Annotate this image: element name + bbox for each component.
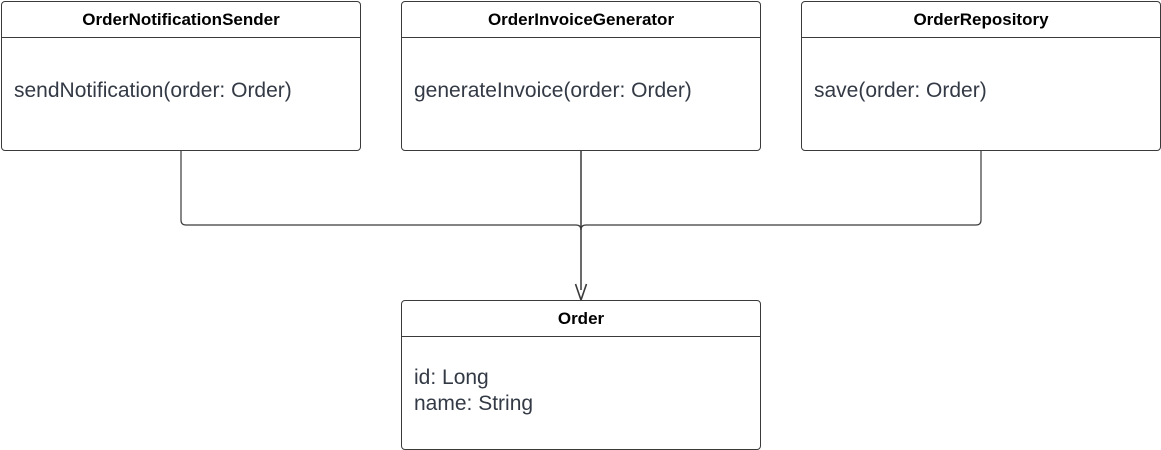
connector-repository-to-order — [580, 150, 982, 231]
class-members: generateInvoice(order: Order) — [402, 38, 760, 104]
class-title: OrderInvoiceGenerator — [402, 2, 760, 38]
class-title: OrderNotificationSender — [2, 2, 360, 38]
class-method: sendNotification(order: Order) — [14, 79, 292, 102]
class-members: id: Long name: String — [402, 337, 760, 417]
class-title: OrderRepository — [802, 2, 1160, 38]
class-attribute: id: Long — [414, 366, 489, 389]
class-box-order[interactable]: Order id: Long name: String — [401, 300, 761, 450]
class-box-order-repository[interactable]: OrderRepository save(order: Order) — [801, 1, 1161, 151]
class-members: save(order: Order) — [802, 38, 1160, 104]
class-attribute: name: String — [414, 392, 534, 415]
class-title: Order — [402, 301, 760, 337]
connector-notification-sender-to-order — [180, 150, 582, 231]
class-method: generateInvoice(order: Order) — [414, 79, 692, 102]
class-method: save(order: Order) — [814, 79, 987, 102]
class-box-order-invoice-generator[interactable]: OrderInvoiceGenerator generateInvoice(or… — [401, 1, 761, 151]
class-members: sendNotification(order: Order) — [2, 38, 360, 104]
class-box-order-notification-sender[interactable]: OrderNotificationSender sendNotification… — [1, 1, 361, 151]
